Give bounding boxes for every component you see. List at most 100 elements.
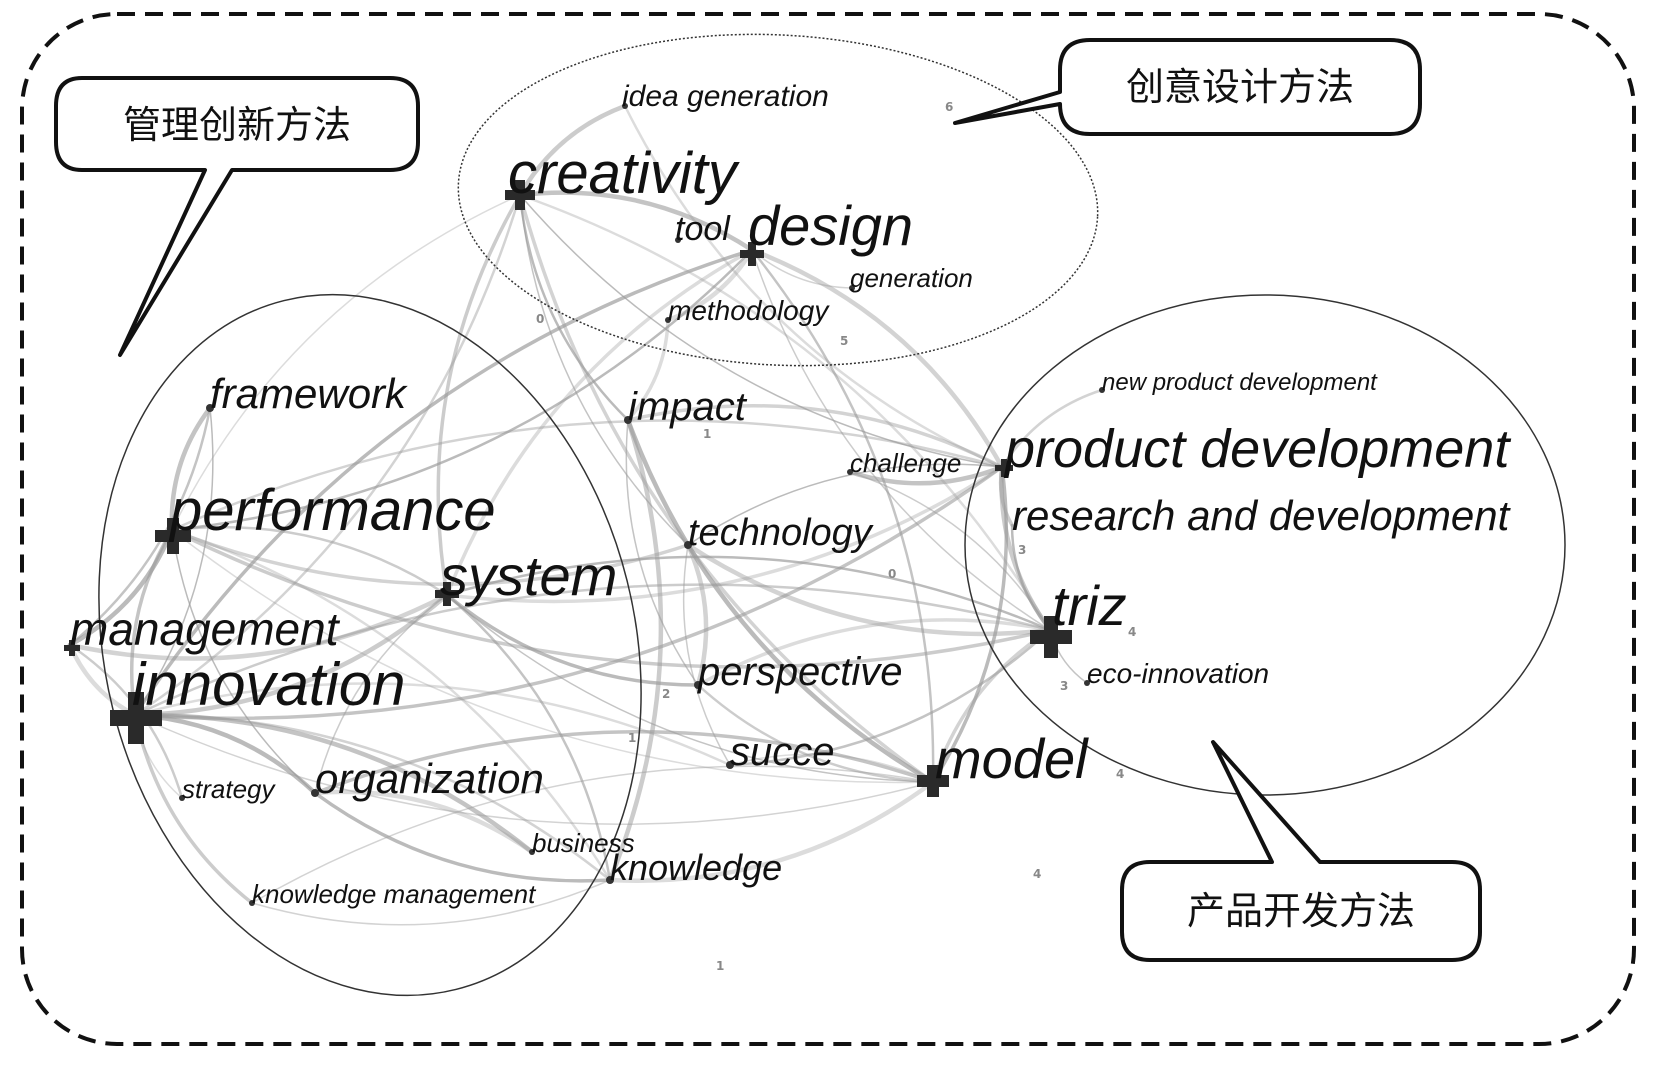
node-eco-innovation	[1084, 680, 1090, 686]
network-edge	[170, 528, 690, 586]
outer-dashed-frame	[20, 12, 1636, 1046]
network-edge	[134, 714, 934, 825]
keyword-impact: impact	[628, 385, 748, 429]
network-edge	[445, 593, 612, 882]
node-creativity	[505, 180, 535, 210]
node-idea-generation	[622, 103, 628, 109]
cluster-ellipse-design	[457, 33, 1099, 367]
keyword-eco-innovation: eco-innovation	[1087, 658, 1269, 689]
keyword-design: design	[748, 194, 913, 257]
keyword-innovation: innovation	[132, 651, 406, 718]
network-edge	[134, 407, 214, 716]
network-edge	[607, 417, 664, 883]
network-edge	[133, 248, 754, 717]
keyword-knowledge: knowledge	[610, 847, 782, 888]
keyword-idea-generation: idea generation	[622, 80, 829, 113]
network-edge	[132, 592, 450, 718]
network-edge	[687, 463, 1003, 546]
network-edge	[67, 592, 450, 661]
node-perspective	[694, 681, 702, 689]
network-edge	[518, 193, 630, 422]
keyword-system: system	[440, 544, 617, 607]
network-edge	[623, 104, 1004, 469]
network-edge	[170, 525, 449, 597]
node-system	[435, 582, 459, 606]
network-edge	[626, 318, 670, 422]
edge-weight-label: 0	[536, 312, 544, 326]
network-edge	[751, 249, 1051, 631]
keyword-research-and-development: research and development	[1012, 492, 1512, 539]
network-edge	[625, 419, 699, 686]
edge-weight-label: 5	[840, 334, 848, 348]
network-nodes	[64, 103, 1105, 906]
keyword-business: business	[532, 828, 635, 858]
network-edge	[849, 471, 1051, 631]
keyword-organization: organization	[315, 755, 544, 802]
network-edge	[169, 405, 213, 533]
network-edge	[171, 529, 316, 794]
edge-weight-label: 2	[662, 687, 670, 701]
network-edge	[685, 542, 709, 688]
edge-weight-label: 6	[945, 100, 953, 114]
network-edge	[170, 528, 612, 882]
node-model	[917, 765, 949, 797]
network-edge	[133, 465, 1004, 721]
edge-weight-label: 4	[1033, 867, 1041, 881]
network-edge	[133, 713, 254, 905]
network-edge	[170, 248, 754, 532]
network-edge	[696, 618, 1052, 687]
keyword-new-product-development: new product development	[1102, 369, 1378, 396]
network-edge	[313, 730, 935, 795]
callout-product: 产品开发方法	[1120, 740, 1482, 962]
edge-weight-label: 3	[1018, 543, 1026, 557]
network-edge	[750, 248, 935, 784]
keyword-product-development: product development	[1003, 419, 1511, 479]
node-knowledge-management	[249, 900, 255, 906]
network-edge	[132, 712, 535, 855]
node-impact	[624, 416, 632, 424]
node-organization	[311, 789, 319, 797]
edge-weight-label: 4	[1116, 767, 1124, 781]
node-product-development	[995, 459, 1013, 477]
network-edge	[749, 247, 1005, 470]
callout-product-label: 产品开发方法	[1187, 889, 1415, 933]
edge-weight-label: 3	[1060, 679, 1068, 693]
callout-design-label: 创意设计方法	[1126, 65, 1354, 109]
network-edge	[519, 194, 689, 546]
node-technology	[684, 541, 692, 549]
callout-management: 管理创新方法	[54, 76, 420, 357]
cluster-ellipse-management	[98, 293, 642, 997]
network-edge	[696, 683, 935, 784]
network-edge	[665, 247, 755, 323]
edge-weight-label: 0	[888, 567, 896, 581]
keyword-creativity: creativity	[508, 141, 740, 206]
network-edge	[171, 194, 521, 531]
node-generation	[849, 285, 855, 291]
network-edge	[626, 404, 1004, 469]
network-edge	[1010, 523, 1052, 632]
node-challenge	[847, 469, 853, 475]
network-edge	[685, 542, 1053, 637]
node-succe	[726, 761, 734, 769]
network-edge	[251, 879, 611, 926]
node-innovation	[110, 692, 162, 744]
network-edge	[445, 593, 700, 687]
node-design	[740, 242, 764, 266]
keyword-framework: framework	[210, 370, 408, 417]
network-edge	[728, 628, 1052, 767]
network-edge	[517, 103, 628, 198]
cluster-ellipse-product	[964, 294, 1566, 796]
callout-design: 创意设计方法	[953, 38, 1422, 136]
keyword-challenge: challenge	[850, 448, 961, 478]
network-edge	[1000, 388, 1104, 469]
keyword-management: management	[70, 603, 341, 655]
keyword-knowledge-management: knowledge management	[252, 879, 537, 909]
node-triz	[1030, 616, 1072, 658]
network-edge	[170, 528, 1052, 669]
keyword-performance: performance	[168, 478, 496, 543]
network-edge	[67, 527, 175, 648]
node-performance	[155, 518, 191, 554]
node-tool	[675, 237, 681, 243]
network-edge	[847, 464, 1005, 486]
